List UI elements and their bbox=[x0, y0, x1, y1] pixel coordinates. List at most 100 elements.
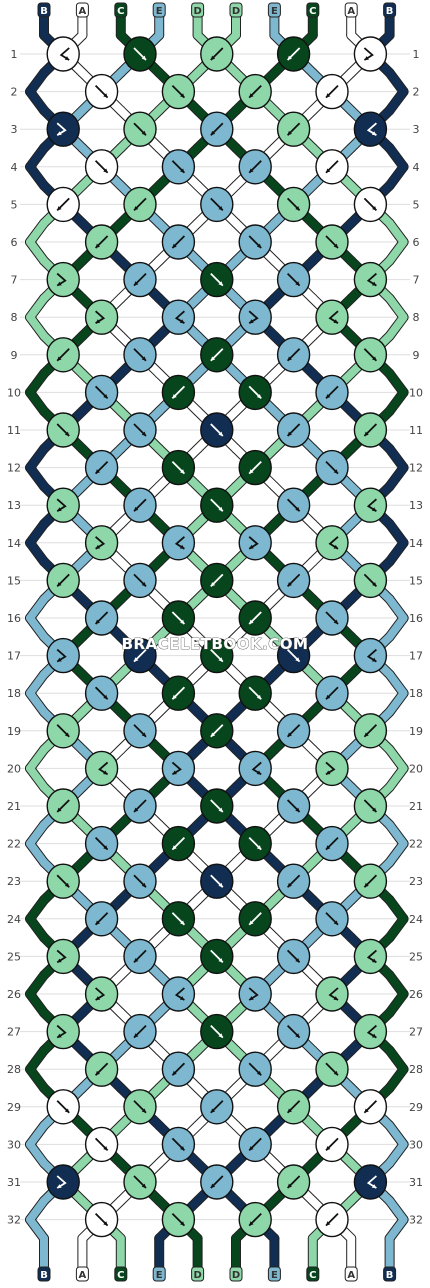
knot bbox=[276, 337, 311, 373]
knot-arrowhead-icon bbox=[180, 168, 185, 173]
knot bbox=[276, 863, 311, 899]
knot bbox=[123, 863, 157, 899]
knot bbox=[46, 788, 80, 824]
knot-arrowhead-icon bbox=[218, 882, 223, 888]
knot-arrowhead-icon bbox=[372, 356, 377, 361]
knot-arrowhead-icon bbox=[372, 807, 377, 812]
knot bbox=[238, 525, 272, 561]
strand-label-bottom: C bbox=[117, 1270, 124, 1281]
knot bbox=[84, 825, 119, 862]
knot bbox=[46, 713, 80, 749]
knot bbox=[46, 1089, 80, 1125]
knot bbox=[353, 487, 388, 523]
row-number-left: 5 bbox=[11, 198, 18, 211]
knot-arrowhead-icon bbox=[210, 582, 216, 587]
row-number-right: 27 bbox=[409, 1026, 423, 1039]
knot-arrowhead-icon bbox=[57, 807, 62, 812]
knot-arrowhead-icon bbox=[141, 431, 146, 436]
knot-arrowhead-icon bbox=[172, 1070, 177, 1076]
strand-label-bottom-bg bbox=[383, 1266, 397, 1282]
knot bbox=[315, 675, 349, 711]
knot bbox=[353, 337, 388, 373]
knot bbox=[84, 901, 119, 937]
knot-arrowhead-icon bbox=[57, 1184, 62, 1188]
row-number-left: 1 bbox=[11, 48, 18, 61]
knot-arrowhead-icon bbox=[218, 506, 223, 512]
knot bbox=[200, 412, 234, 448]
knot-arrowhead-icon bbox=[57, 958, 62, 963]
knot bbox=[315, 1201, 349, 1238]
knot bbox=[200, 1164, 234, 1200]
knot-arrowhead-icon bbox=[210, 732, 216, 737]
knot-arrowhead-icon bbox=[57, 281, 62, 286]
knot-arrowhead-icon bbox=[218, 1033, 223, 1038]
strand-label-top: B bbox=[386, 6, 394, 17]
knot bbox=[276, 36, 311, 72]
row-number-right: 10 bbox=[409, 386, 423, 399]
knot bbox=[84, 224, 119, 260]
knot bbox=[276, 637, 311, 674]
knot-arrowhead-icon bbox=[134, 958, 139, 963]
row-number-left: 25 bbox=[7, 950, 21, 963]
knot bbox=[353, 412, 388, 448]
knot bbox=[123, 36, 157, 72]
knot bbox=[276, 1164, 311, 1200]
strand-label-top-bg bbox=[229, 2, 243, 18]
knot bbox=[46, 637, 80, 674]
knot bbox=[161, 224, 196, 260]
strand-label-bottom: D bbox=[232, 1270, 240, 1281]
knot bbox=[200, 261, 234, 298]
knot bbox=[315, 224, 349, 260]
strand-label-top-bg bbox=[191, 2, 205, 18]
knot bbox=[276, 562, 311, 599]
knot-arrowhead-icon bbox=[218, 807, 223, 812]
knot bbox=[84, 1051, 119, 1087]
knot-arrowhead-icon bbox=[210, 1183, 216, 1188]
knot-arrowhead-icon bbox=[256, 845, 262, 850]
strand-label-bottom: B bbox=[386, 1270, 394, 1281]
knot bbox=[276, 713, 311, 749]
knot-arrowhead-icon bbox=[326, 1146, 331, 1151]
knot bbox=[315, 525, 349, 561]
knot bbox=[238, 901, 272, 937]
knot-arrowhead-icon bbox=[364, 732, 369, 737]
knot bbox=[123, 637, 157, 674]
knot bbox=[353, 1013, 388, 1050]
knot bbox=[315, 1126, 349, 1163]
knot-arrowhead-icon bbox=[103, 93, 108, 98]
knot-arrowhead-icon bbox=[249, 544, 254, 549]
row-number-left: 6 bbox=[11, 236, 18, 249]
knot-arrowhead-icon bbox=[57, 1033, 62, 1038]
knot-arrowhead-icon bbox=[172, 243, 177, 248]
strand-label-bottom: C bbox=[309, 1270, 316, 1281]
row-number-right: 15 bbox=[409, 574, 423, 587]
knot bbox=[46, 36, 80, 72]
knot-arrowhead-icon bbox=[218, 431, 223, 436]
knot-arrowhead-icon bbox=[364, 882, 369, 888]
knot-arrowhead-icon bbox=[210, 356, 216, 361]
row-number-right: 17 bbox=[409, 650, 423, 663]
knot-arrowhead-icon bbox=[218, 657, 223, 662]
knot-arrowhead-icon bbox=[57, 582, 62, 587]
knot bbox=[276, 261, 311, 298]
knot-arrowhead-icon bbox=[134, 1033, 139, 1038]
knot-arrowhead-icon bbox=[326, 845, 331, 850]
knot bbox=[84, 675, 119, 711]
knot-arrowhead-icon bbox=[256, 243, 262, 248]
knot bbox=[46, 1164, 80, 1200]
row-number-right: 2 bbox=[413, 86, 420, 99]
knot bbox=[46, 111, 80, 147]
knot bbox=[123, 337, 157, 373]
row-number-right: 23 bbox=[409, 875, 423, 888]
knot bbox=[238, 299, 272, 335]
row-number-right: 19 bbox=[409, 725, 423, 738]
knot-arrowhead-icon bbox=[249, 1221, 254, 1226]
knot-arrowhead-icon bbox=[333, 544, 338, 549]
strand-label-top-bg bbox=[37, 2, 51, 18]
row-number-right: 24 bbox=[409, 913, 423, 926]
knot-arrowhead-icon bbox=[371, 507, 377, 512]
knot bbox=[161, 525, 196, 561]
row-number-right: 8 bbox=[413, 311, 420, 324]
knot bbox=[84, 149, 119, 185]
knot-arrowhead-icon bbox=[180, 1221, 185, 1226]
